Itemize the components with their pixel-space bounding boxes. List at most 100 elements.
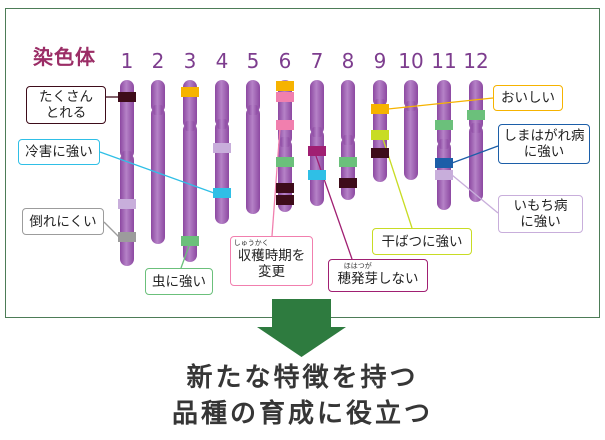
ruby-base: 穂発芽 bbox=[337, 270, 379, 287]
chromosome-7 bbox=[310, 80, 324, 206]
chromosome-arm-lower bbox=[310, 129, 324, 206]
chromosome-12 bbox=[469, 80, 483, 202]
chr3-band-tasty bbox=[181, 87, 199, 97]
gene-bands bbox=[118, 81, 485, 246]
ruby-group: 穂発芽ほはつが bbox=[337, 262, 379, 287]
chr12-band-insect-resistant bbox=[467, 110, 485, 120]
chr4-band-blast-resistant bbox=[213, 143, 231, 153]
label-text: 干ばつに強い bbox=[381, 233, 463, 250]
chr9-band-tasty bbox=[371, 104, 389, 114]
label-line-2: に強い bbox=[520, 214, 561, 230]
connector-blast-resistant bbox=[451, 174, 499, 214]
chromosome-number-12: 12 bbox=[463, 49, 488, 73]
ruby-reading: ほはつが bbox=[343, 261, 372, 270]
chr11-band-blast-resistant bbox=[435, 170, 453, 180]
diagram-heading: 染色体 bbox=[33, 45, 96, 69]
label-line-2: とれる bbox=[45, 105, 87, 121]
chromosome-number-3: 3 bbox=[184, 49, 197, 73]
chr1-band-high-yield bbox=[118, 92, 136, 102]
chr7-band-cold-resistant bbox=[308, 170, 326, 180]
label-line-2: に強い bbox=[523, 144, 565, 160]
connector-insect-resistant bbox=[180, 245, 190, 269]
chromosome-5 bbox=[246, 80, 260, 214]
chr6-band-harvest-time-a bbox=[276, 92, 294, 102]
chr6-band-high-yield-b bbox=[276, 195, 294, 205]
label-text: 虫に強い bbox=[152, 273, 206, 290]
connector-lodging-resistant bbox=[103, 221, 120, 238]
chr6-band-high-yield-a bbox=[276, 183, 294, 193]
label-line-1: たくさん bbox=[39, 89, 93, 105]
chromosome-number-7: 7 bbox=[311, 49, 324, 73]
chromosome-arm-lower bbox=[404, 103, 418, 180]
chromosome-arm-upper bbox=[151, 80, 165, 113]
chr7-band-no-sprouting bbox=[308, 146, 326, 156]
chromosome-arm-upper bbox=[437, 80, 451, 147]
label-stripe-resistant: しまはがれ病 に強い bbox=[498, 124, 590, 164]
ruby-base: 収穫 bbox=[237, 248, 265, 264]
label-no-sprouting: 穂発芽ほはつがしない bbox=[328, 259, 428, 292]
ruby-group: 収穫しゅうかく bbox=[234, 239, 269, 264]
chromosome-number-6: 6 bbox=[279, 49, 292, 73]
label-harvest-time: 収穫しゅうかく時期を 変更 bbox=[230, 236, 313, 286]
label-text: 冷害に強い bbox=[25, 144, 93, 160]
chr9-band-drought-resistant bbox=[371, 130, 389, 140]
label-insect-resistant: 虫に強い bbox=[145, 268, 213, 295]
chromosome-arm-upper bbox=[246, 80, 260, 113]
chr3-band-insect-resistant bbox=[181, 236, 199, 246]
connector-stripe-resistant bbox=[451, 145, 499, 164]
label-line-1: 穂発芽ほはつがしない bbox=[337, 262, 419, 287]
chromosome-numbers: 1 2 3 4 5 6 7 8 9 10 11 12 bbox=[121, 49, 489, 73]
centromere bbox=[343, 135, 353, 145]
chromosome-2 bbox=[151, 80, 165, 244]
chromosome-arm-lower bbox=[183, 123, 197, 262]
label-line-2: 変更 bbox=[258, 264, 285, 280]
label-text: 時期を bbox=[264, 248, 306, 264]
centromere bbox=[185, 121, 195, 131]
centromere bbox=[439, 139, 449, 149]
label-text: 倒れにくい bbox=[29, 213, 97, 230]
chromosome-arm-lower bbox=[215, 121, 229, 224]
chr9-band-high-yield bbox=[371, 148, 389, 158]
chromosome-arm-upper bbox=[341, 80, 355, 143]
chromosome-11 bbox=[437, 80, 451, 210]
chr6-band-insect-resistant bbox=[276, 157, 294, 167]
label-drought-resistant: 干ばつに強い bbox=[372, 228, 472, 255]
connector-tasty bbox=[387, 97, 494, 110]
connector-harvest-time bbox=[271, 127, 281, 237]
centromere bbox=[248, 105, 258, 115]
chromosome-arm-lower bbox=[469, 125, 483, 202]
chromosome-number-8: 8 bbox=[342, 49, 355, 73]
chr11-band-stripe-resistant bbox=[435, 158, 453, 168]
chromosome-number-5: 5 bbox=[247, 49, 260, 73]
label-line-1: 収穫しゅうかく時期を bbox=[234, 239, 306, 264]
chromosome-number-11: 11 bbox=[431, 49, 456, 73]
chromosome-number-9: 9 bbox=[374, 49, 387, 73]
chr6-band-tasty bbox=[276, 81, 294, 91]
centromere bbox=[122, 151, 132, 161]
chr1-band-blast-resistant bbox=[118, 199, 136, 209]
centromere bbox=[153, 105, 163, 115]
connector-cold-resistant bbox=[99, 151, 215, 194]
centromere bbox=[471, 123, 481, 133]
conclusion-line-2: 品種の育成に役立つ bbox=[171, 399, 433, 429]
chromosome-arm-upper bbox=[120, 80, 134, 159]
chr4-band-cold-resistant bbox=[213, 188, 231, 198]
chr8-band-high-yield bbox=[339, 178, 357, 188]
chromosome-arm-upper bbox=[310, 80, 324, 135]
chr6-band-harvest-time-b bbox=[276, 120, 294, 130]
label-tasty: おいしい bbox=[493, 85, 563, 111]
ruby-reading: しゅうかく bbox=[233, 239, 269, 247]
label-text: おいしい bbox=[501, 90, 555, 106]
centromere bbox=[217, 119, 227, 129]
chromosome-3 bbox=[183, 80, 197, 262]
chromosome-10 bbox=[404, 80, 418, 180]
centromere bbox=[280, 137, 290, 147]
label-text: しない bbox=[378, 270, 419, 287]
conclusion-line-1: 新たな特徴を持つ bbox=[186, 363, 419, 393]
label-line-1: しまはがれ病 bbox=[503, 128, 585, 144]
chromosome-arm-lower bbox=[341, 137, 355, 200]
chromosome-number-2: 2 bbox=[152, 49, 165, 73]
chromosome-number-10: 10 bbox=[398, 49, 423, 73]
label-cold-resistant: 冷害に強い bbox=[18, 139, 100, 165]
